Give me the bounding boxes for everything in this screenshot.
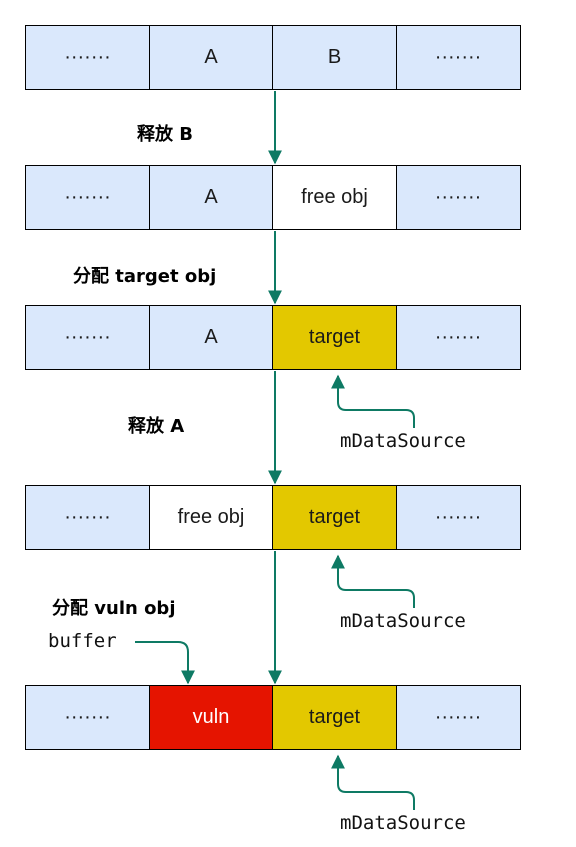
memory-cell-b: B [272,25,397,90]
memory-row-after-free-b: ······· A free obj ······· [25,165,525,230]
memory-cell: ······· [395,485,521,550]
memory-row-after-alloc-target: ······· A target ······· [25,305,525,370]
memory-cell: ······· [25,485,150,550]
step-label-alloc-target: 分配 target obj [73,266,217,287]
memory-cell: ······· [395,685,521,750]
memory-cell-target: target [272,305,397,370]
pointer-arrow-mdatasource [331,374,415,428]
memory-cell: ······· [25,305,150,370]
memory-cell: ······· [395,165,521,230]
memory-cell-free-obj: free obj [272,165,397,230]
pointer-arrow-mdatasource [331,754,415,810]
step-label-alloc-vuln: 分配 vuln obj [52,598,176,619]
pointer-label-mdatasource: mDataSource [340,812,466,834]
pointer-label-mdatasource: mDataSource [340,610,466,632]
step-label-free-b: 释放 B [137,124,193,145]
memory-cell-target: target [272,485,397,550]
memory-cell-vuln: vuln [148,685,274,750]
memory-cell: ······· [395,305,521,370]
memory-cell: ······· [395,25,521,90]
step-label-free-a: 释放 A [128,416,185,437]
pointer-label-mdatasource: mDataSource [340,430,466,452]
memory-row-after-free-a: ······· free obj target ······· [25,485,525,550]
pointer-label-buffer: buffer [48,630,117,652]
memory-cell-a: A [148,165,274,230]
memory-cell: ······· [25,685,150,750]
memory-cell-a: A [148,25,274,90]
memory-cell: ······· [25,165,150,230]
memory-row-initial: ······· A B ······· [25,25,525,90]
pointer-arrow-buffer [135,641,195,685]
memory-cell-free-obj: free obj [148,485,274,550]
pointer-arrow-mdatasource [331,554,415,608]
memory-row-after-alloc-vuln: ······· vuln target ······· [25,685,525,750]
memory-cell: ······· [25,25,150,90]
memory-cell-a: A [148,305,274,370]
